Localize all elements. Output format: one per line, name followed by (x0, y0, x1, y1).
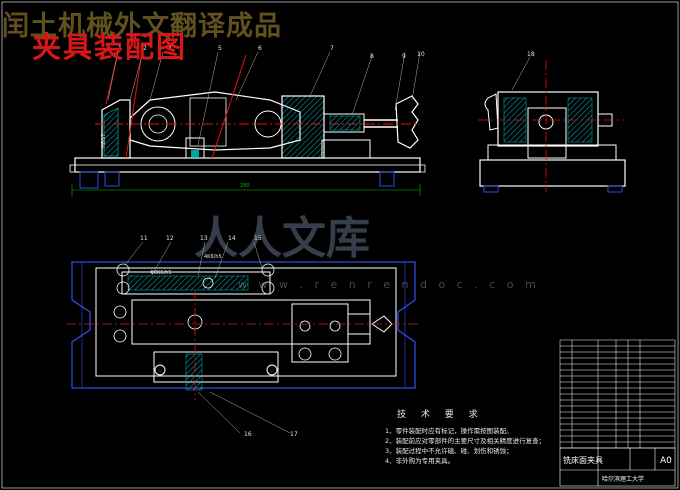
label-13: 13 (200, 235, 208, 242)
technical-requirements-heading: 技 术 要 求 (397, 410, 484, 420)
label-3: 3 (158, 45, 162, 52)
label-1: 1 (118, 45, 122, 52)
technical-requirement-item: 2、装配前应对零部件的主要尺寸及相关精度进行复查； (385, 437, 546, 445)
label-4: 4 (168, 45, 172, 52)
label-8: 8 (370, 53, 374, 60)
watermark-url: w w w . r e n r e n d o c . c o m (238, 278, 540, 291)
banner-text: 闰土机械外文翻译成品 (2, 11, 282, 42)
label-15: 15 (254, 235, 262, 242)
label-16: 16 (244, 431, 252, 438)
label-12: 12 (166, 235, 174, 242)
fit-f2: Φ8K6/h5 (150, 270, 172, 276)
label-11: 11 (140, 235, 148, 242)
front-view: 290 (69, 51, 426, 196)
label-7: 7 (330, 45, 334, 52)
fit-f1: H8/s7 (101, 134, 107, 148)
technical-requirement-item: 3、装配过程中不允许磕、碰、划伤和锈蚀； (385, 447, 513, 455)
svg-text:290: 290 (240, 183, 250, 189)
drawing-title: 夹具装配图 (32, 30, 188, 64)
label-6: 6 (258, 45, 262, 52)
fit-f3: 4K6/h5 (204, 254, 222, 260)
parts-list (559, 339, 676, 449)
label-14: 14 (228, 235, 236, 242)
technical-requirements: 技 术 要 求 1、零件装配时应有标记，操作需按图装配。 2、装配前应对零部件的… (385, 407, 555, 466)
watermark-brand: 人人文库 (194, 213, 370, 264)
label-2: 2 (143, 45, 147, 52)
label-18: 18 (527, 51, 535, 58)
title-block-school: 哈尔滨理工大学 (602, 475, 644, 483)
title-block (559, 447, 676, 487)
technical-requirement-item: 4、非外购为专用夹具。 (385, 457, 455, 465)
side-view (478, 56, 626, 193)
label-17: 17 (290, 431, 298, 438)
label-9: 9 (402, 53, 406, 60)
label-5: 5 (218, 45, 222, 52)
technical-requirement-item: 1、零件装配时应有标记，操作需按图装配。 (385, 427, 513, 435)
title-block-name: 铣床面夹具 (563, 455, 603, 465)
label-10: 10 (417, 51, 425, 58)
title-block-size: A0 (660, 456, 672, 466)
top-view (66, 241, 420, 434)
